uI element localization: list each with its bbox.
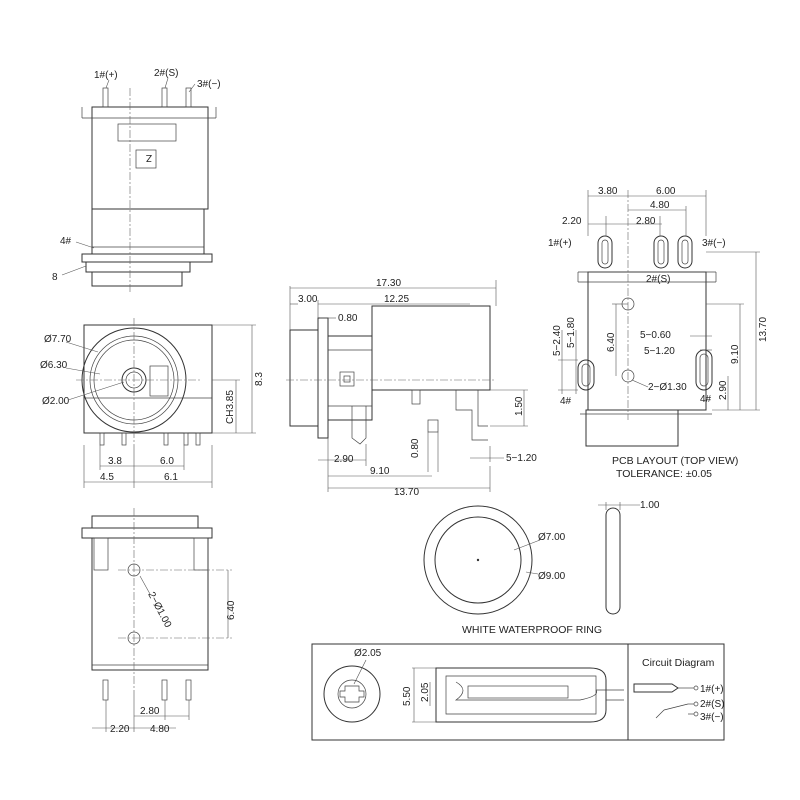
bottom-x1: 2.80: [140, 706, 160, 717]
pcb-pin4b: 4#: [700, 394, 712, 405]
side-h: 9.10: [370, 466, 390, 477]
side-g: 5−1.20: [506, 453, 537, 464]
waterproof-ring: Ø7.00 Ø9.00 1.00 WHITE WATERPROOF RING: [423, 500, 660, 636]
pcb-v2: 5−1.80: [566, 317, 577, 348]
ring-outer: Ø9.00: [538, 571, 566, 582]
top-pin3-label: 3#(−): [197, 79, 221, 90]
circuit-t3: 3#(−): [700, 712, 724, 723]
pcb-d4: 2.20: [562, 216, 582, 227]
pcb-d5: 2.80: [636, 216, 656, 227]
pcb-pin1: 1#(+): [548, 238, 572, 249]
top-pin1-label: 1#(+): [94, 70, 118, 81]
pcb-d3: 4.80: [650, 200, 670, 211]
side-i: 13.70: [394, 487, 419, 498]
front-w2: 6.0: [160, 456, 174, 467]
circuit-t2: 2#(S): [700, 699, 724, 710]
pcb-v1: 5−2.40: [552, 325, 563, 356]
ring-inner: Ø7.00: [538, 532, 566, 543]
top-pin2-label: 2#(S): [154, 68, 178, 79]
svg-text:Z: Z: [146, 152, 152, 163]
ring-title: WHITE WATERPROOF RING: [462, 624, 602, 636]
circuit-t1: 1#(+): [700, 684, 724, 695]
front-w4: 6.1: [164, 472, 178, 483]
front-d-outer: Ø7.70: [44, 334, 72, 345]
front-height: 8.3: [254, 372, 265, 386]
pcb-v3: 6.40: [606, 332, 617, 352]
front-w1: 3.8: [108, 456, 122, 467]
pcb-v8: 2.90: [718, 380, 729, 400]
front-d-mid: Ø6.30: [40, 360, 68, 371]
detail-h1: 5.50: [402, 686, 413, 706]
pcb-tolerance: TOLERANCE: ±0.05: [616, 468, 712, 480]
detail-h2: 2.05: [420, 682, 431, 702]
side-b: 12.25: [384, 294, 409, 305]
front-w3: 4.5: [100, 472, 114, 483]
pcb-v6: 9.10: [730, 344, 741, 364]
bottom-pitch: 6.40: [226, 600, 237, 620]
side-f: 0.80: [410, 438, 421, 458]
side-d: 1.50: [514, 396, 525, 416]
ring-index-label: 8: [52, 272, 58, 283]
side-c: 0.80: [338, 313, 358, 324]
pcb-pin3: 3#(−): [702, 238, 726, 249]
pcb-d2: 6.00: [656, 186, 676, 197]
pcb-title: PCB LAYOUT (TOP VIEW): [612, 455, 738, 467]
side-total: 17.30: [376, 278, 401, 289]
front-d-pin: Ø2.00: [42, 396, 70, 407]
bottom-x3: 4.80: [150, 724, 170, 735]
side-e: 2.90: [334, 454, 354, 465]
side-a: 3.00: [298, 294, 318, 305]
pcb-holes: 2−Ø1.30: [648, 382, 687, 393]
top-view: Z 1#(+) 2#(S) 3#(−) 4# 8: [52, 68, 221, 292]
detail-panel: Ø2.05 5.50 2.05 Circuit Diagram 1#(+) 2#…: [311, 643, 725, 741]
bottom-holes: 2−Ø1.00: [145, 590, 173, 630]
pcb-v7: 13.70: [758, 317, 769, 342]
bottom-view: 6.40 2−Ø1.00 2.80 2.20 4.80: [81, 508, 237, 735]
pcb-d1: 3.80: [598, 186, 618, 197]
ring-thickness: 1.00: [640, 500, 660, 511]
pcb-pin4a: 4#: [560, 396, 572, 407]
front-chamfer: CH3.85: [225, 390, 236, 424]
front-view: Ø7.70 Ø6.30 Ø2.00 CH3.85 8.3 3.8 6.0 4.5…: [40, 318, 265, 488]
top-pin4-label: 4#: [60, 236, 72, 247]
pcb-v4: 5−0.60: [640, 330, 671, 341]
pcb-layout: 3.80 6.00 4.80 2.20 2.80 1#(+) 2#(S) 3#(…: [548, 186, 769, 480]
pcb-v5: 5−1.20: [644, 346, 675, 357]
pcb-pin2: 2#(S): [646, 274, 670, 285]
bottom-x2: 2.20: [110, 724, 130, 735]
side-view: 17.30 3.00 12.25 0.80 1.50 5−1.20 2.90 0…: [286, 278, 537, 498]
circuit-title: Circuit Diagram: [642, 657, 715, 669]
detail-diameter: Ø2.05: [354, 648, 382, 659]
